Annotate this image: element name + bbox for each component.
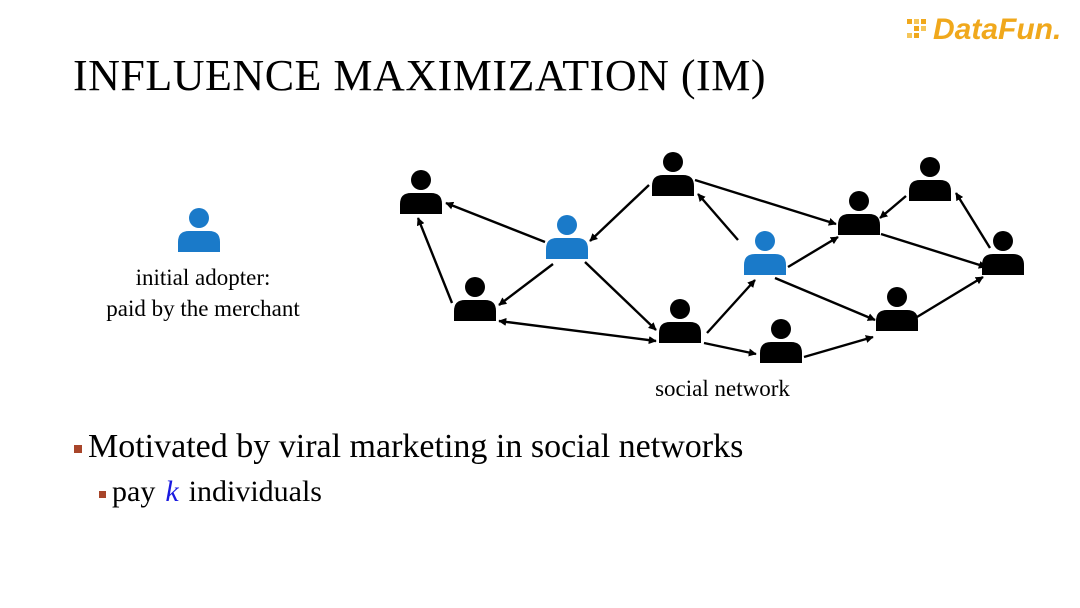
edge: [694, 178, 837, 226]
edge: [703, 341, 757, 357]
person-icon: [982, 231, 1024, 275]
legend-line-2: paid by the merchant: [106, 296, 300, 321]
adopter-person-icon: [546, 215, 588, 259]
edge: [803, 335, 874, 359]
edge: [584, 261, 657, 331]
edge: [416, 217, 454, 304]
edge: [589, 184, 650, 242]
person-icon: [454, 277, 496, 321]
diagram-caption: social network: [655, 376, 790, 401]
edge: [774, 276, 876, 322]
logo-text: DataFun.: [933, 13, 1062, 46]
datafun-logo: DataFun.: [905, 8, 1061, 52]
edge: [498, 263, 554, 306]
legend-person-icon: [178, 208, 220, 252]
edge: [787, 235, 839, 269]
sub-bullet-prefix: pay: [112, 475, 156, 508]
person-icon: [760, 319, 802, 363]
person-icon: [909, 157, 951, 201]
adopter-person-icon: [744, 231, 786, 275]
network-nodes: [400, 152, 1024, 363]
person-icon: [876, 287, 918, 331]
bullet-marker-icon: [74, 445, 82, 453]
sub-bullet-suffix: individuals: [188, 475, 322, 508]
edge: [954, 192, 992, 249]
edge: [445, 201, 546, 244]
edge: [880, 232, 987, 269]
edge: [697, 193, 739, 241]
sub-bullet-item: pay k individuals: [99, 475, 322, 509]
edge: [498, 317, 657, 345]
pixel-dots-icon: [907, 19, 926, 38]
edge: [879, 195, 907, 219]
legend-line-1: initial adopter:: [135, 265, 271, 290]
person-icon: [652, 152, 694, 196]
person-icon: [838, 191, 880, 235]
variable-k: k: [165, 475, 179, 508]
bullet-marker-icon: [99, 490, 106, 498]
bullet-item: Motivated by viral marketing in social n…: [74, 428, 743, 466]
network-edges: [416, 178, 992, 359]
page-title: INFLUENCE MAXIMIZATION (IM): [73, 51, 766, 100]
bullet-text: Motivated by viral marketing in social n…: [88, 428, 744, 465]
legend-label: initial adopter: paid by the merchant: [78, 262, 328, 324]
edge: [916, 275, 984, 319]
edge: [706, 279, 756, 334]
person-icon: [659, 299, 701, 343]
person-icon: [400, 170, 442, 214]
